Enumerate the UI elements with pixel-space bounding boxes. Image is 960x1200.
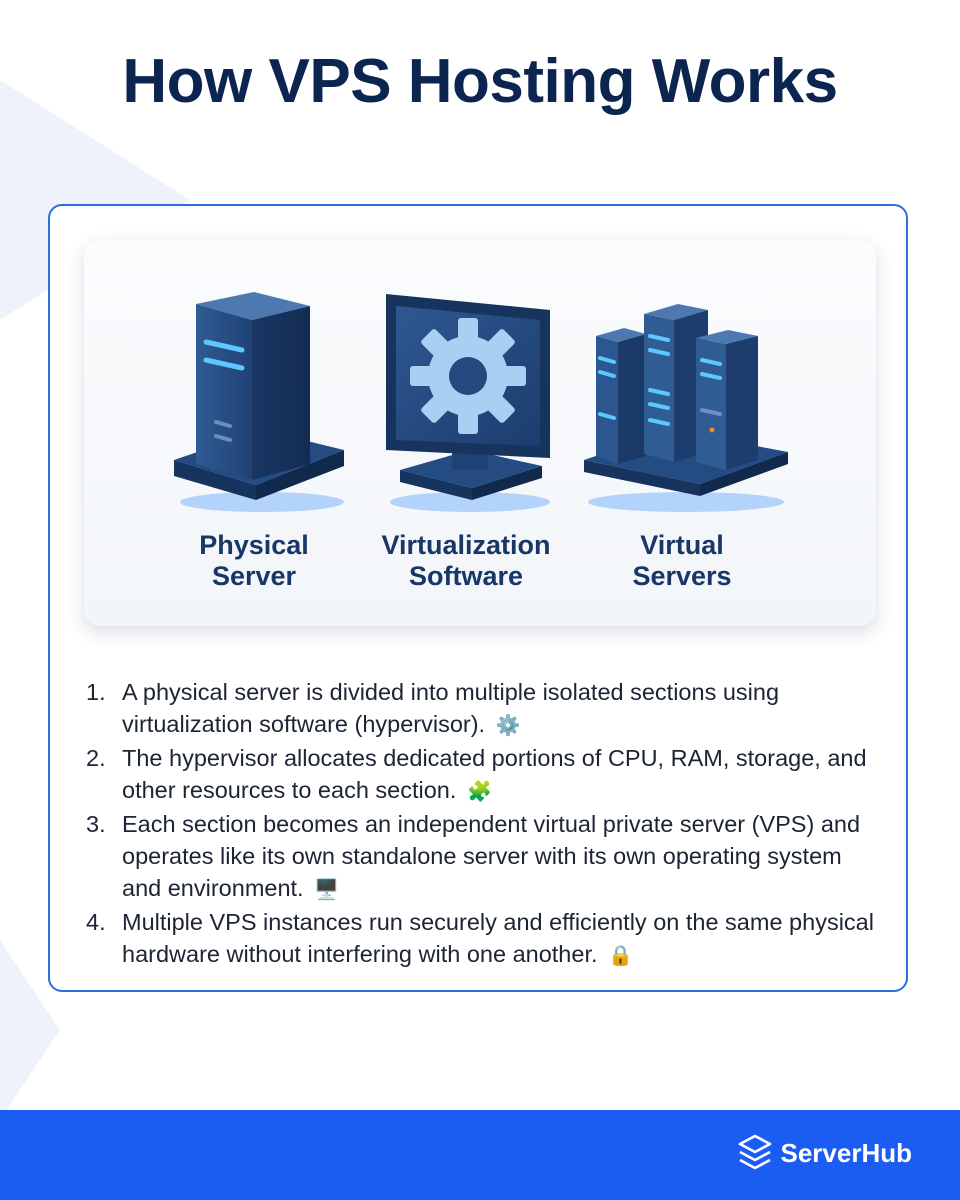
gear-monitor-icon — [346, 280, 586, 530]
puzzle-icon: 🧩 — [466, 781, 492, 803]
step-text: The hypervisor allocates dedicated porti… — [122, 745, 867, 803]
physical-server-icon — [134, 280, 374, 530]
serverhub-logo-icon — [738, 1134, 771, 1170]
list-item: 1. A physical server is divided into mul… — [86, 679, 780, 737]
brand: ServerHub — [737, 1134, 913, 1172]
page-title: How VPS Hosting Works — [122, 47, 838, 116]
list-item: 2. The hypervisor allocates dedicated po… — [86, 745, 867, 803]
brand-name: ServerHub — [780, 1137, 913, 1168]
illustration-panel: Physical Server — [84, 240, 876, 626]
illustration-label-physical-server: Physical Server — [199, 530, 309, 591]
server-cluster-icon — [562, 280, 802, 530]
info-card: Physical Server — [48, 204, 908, 992]
illustration-label-virtual-servers: Virtual Servers — [632, 530, 732, 591]
footer-bar: ServerHub — [0, 1110, 960, 1200]
steps-list: 1. A physical server is divided into mul… — [86, 676, 886, 972]
list-item: 4. Multiple VPS instances run securely a… — [86, 909, 874, 967]
lock-icon: 🔒 — [608, 945, 633, 967]
gear-icon: ⚙️ — [495, 715, 521, 737]
step-text: A physical server is divided into multip… — [122, 679, 780, 737]
step-text: Each section becomes an independent virt… — [122, 811, 861, 901]
list-item: 3. Each section becomes an independent v… — [86, 811, 861, 901]
illustration-label-virtualization-software: Virtualization Software — [381, 530, 551, 591]
step-text: Multiple VPS instances run securely and … — [122, 909, 874, 967]
desktop-computer-icon: 🖥️ — [314, 879, 340, 901]
